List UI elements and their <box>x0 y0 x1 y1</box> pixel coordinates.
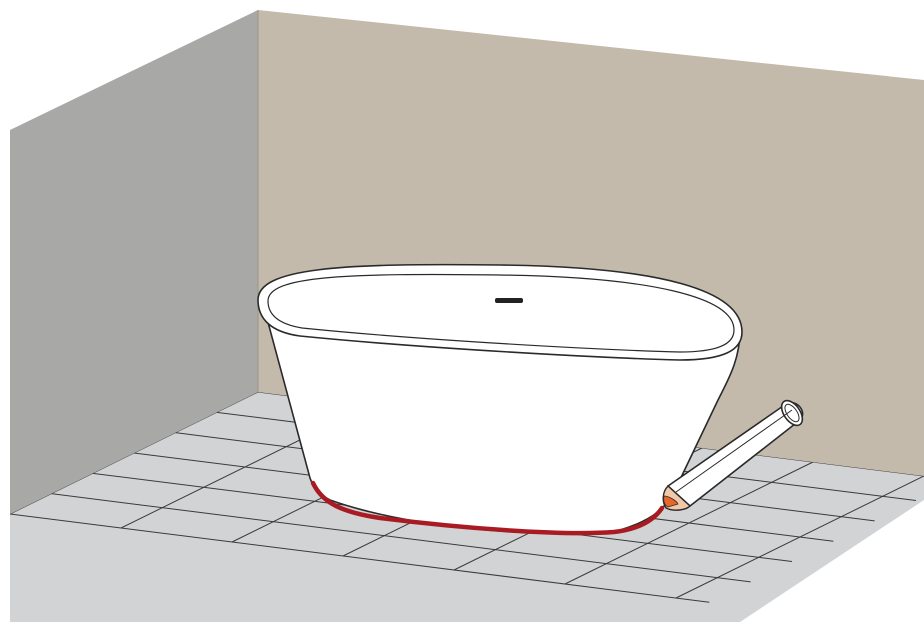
marking-line-icon <box>310 480 665 536</box>
grout-line <box>51 493 751 583</box>
pencil-lead <box>663 495 679 508</box>
grout-line <box>564 461 814 585</box>
pencil-facet <box>675 409 793 493</box>
tub-rim-inner <box>267 273 735 353</box>
drain-icon <box>495 298 523 303</box>
grout-line <box>675 475 924 599</box>
bathtub-icon <box>257 263 743 534</box>
pencil-end-inner <box>784 403 800 423</box>
pencil-end <box>780 399 804 427</box>
pencil-icon <box>662 399 804 511</box>
left-wall <box>10 10 258 514</box>
grout-line <box>10 513 710 603</box>
